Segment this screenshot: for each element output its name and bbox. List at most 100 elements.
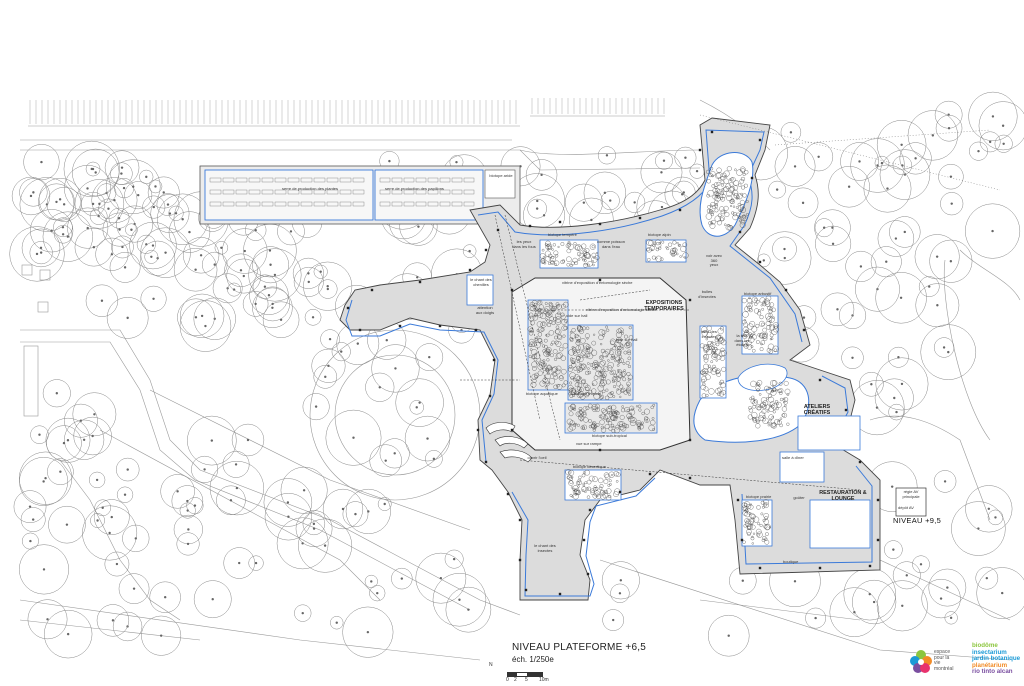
tree <box>171 485 204 517</box>
tree <box>311 348 346 383</box>
plant-mark <box>712 351 716 354</box>
plant-mark <box>756 340 760 344</box>
plant-mark <box>551 306 557 312</box>
plant-mark <box>622 362 626 365</box>
plant-mark <box>572 489 579 495</box>
plant-mark <box>772 316 775 320</box>
plant-mark <box>578 475 582 480</box>
plant-mark <box>572 351 578 356</box>
plant-mark <box>747 414 753 420</box>
plant-mark <box>604 424 610 429</box>
plant-mark <box>610 355 615 360</box>
plant-mark <box>598 477 604 484</box>
plant-mark <box>772 345 779 353</box>
label-biotope-subtropical: biotope sub-tropical <box>592 433 627 438</box>
tree <box>249 275 289 315</box>
plant-mark <box>742 214 746 219</box>
plant-mark <box>544 344 548 349</box>
plant-mark <box>720 382 726 388</box>
bench <box>248 201 261 207</box>
plant-mark <box>718 350 726 357</box>
plant-mark <box>655 257 658 260</box>
tree <box>116 486 134 503</box>
plant-mark <box>608 479 612 483</box>
plant-mark <box>682 252 689 259</box>
tree <box>320 329 340 349</box>
plant-mark <box>591 252 597 258</box>
plant-mark <box>593 485 597 489</box>
plant-mark <box>754 302 758 306</box>
tree <box>242 291 269 317</box>
dotted-paths <box>699 114 1001 191</box>
espace-line-2: pour la <box>934 654 950 661</box>
plant-mark <box>585 326 590 330</box>
plant-mark <box>561 319 567 325</box>
plant-mark <box>610 391 614 395</box>
plant-mark <box>730 198 735 202</box>
tree <box>968 91 1018 141</box>
plant-mark <box>775 388 778 392</box>
tree <box>81 191 106 216</box>
tree <box>564 183 603 222</box>
plant-mark <box>751 301 754 304</box>
plant-mark <box>624 334 628 339</box>
label-huit: voir avec 360 yeux <box>706 253 723 268</box>
plant-mark <box>711 205 716 210</box>
bench <box>379 201 391 207</box>
tree <box>74 228 114 267</box>
plant-mark <box>593 407 596 411</box>
plant-mark <box>732 189 739 196</box>
tree <box>780 122 802 143</box>
column <box>558 592 562 596</box>
plant-mark <box>593 490 600 497</box>
tree <box>149 581 181 613</box>
tree <box>610 583 630 603</box>
plant-mark <box>587 370 592 375</box>
plant-mark <box>545 368 550 373</box>
plant-mark <box>529 327 534 332</box>
plant-mark <box>768 414 774 420</box>
plant-mark <box>587 353 594 360</box>
plant-mark <box>586 486 592 491</box>
bench <box>222 201 235 207</box>
plant-mark <box>755 423 761 429</box>
tree <box>30 209 74 253</box>
plant-mark <box>758 415 764 422</box>
plant-mark <box>572 361 575 364</box>
tree <box>64 419 105 460</box>
plant-mark <box>755 416 761 423</box>
plant-mark <box>710 171 716 177</box>
plant-mark <box>679 255 682 258</box>
plant-mark <box>587 347 594 354</box>
plant-mark <box>759 333 765 339</box>
tree <box>404 415 451 462</box>
plant-mark <box>571 362 577 368</box>
plant-mark <box>531 355 535 360</box>
plant-mark <box>710 368 713 371</box>
plant-mark <box>571 346 575 349</box>
plant-mark <box>743 319 746 322</box>
plant-mark <box>711 340 714 343</box>
level-label: NIVEAU +9,5 <box>893 516 942 525</box>
column <box>358 328 362 332</box>
plant-mark <box>711 184 716 188</box>
tree <box>125 223 138 237</box>
plant-mark <box>742 540 746 544</box>
column <box>818 378 822 382</box>
tree <box>707 614 750 657</box>
plant-mark <box>744 518 750 524</box>
plant-mark <box>763 499 769 506</box>
column <box>582 538 586 542</box>
tree <box>928 568 967 607</box>
plant-mark <box>569 381 573 385</box>
plant-mark <box>770 380 777 387</box>
plant-mark <box>748 512 752 515</box>
plan-scale: éch. 1/250e <box>512 655 554 664</box>
tree <box>193 580 232 619</box>
plant-mark <box>579 363 582 366</box>
column <box>802 328 806 332</box>
plant-mark <box>624 406 630 413</box>
plant-mark <box>601 372 607 378</box>
plant-mark <box>583 383 589 388</box>
plant-mark <box>617 348 622 354</box>
